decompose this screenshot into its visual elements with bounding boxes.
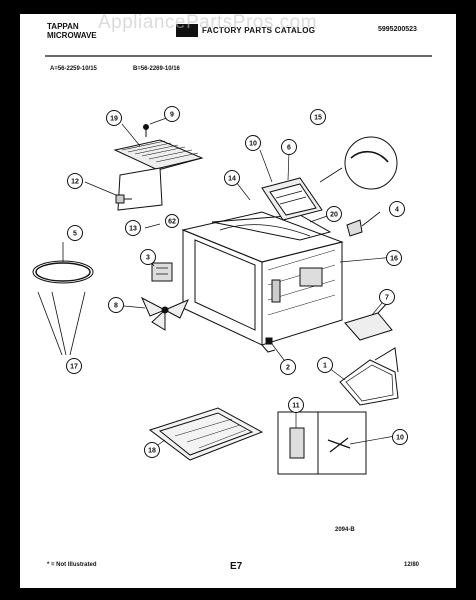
svg-text:18: 18 [148,448,156,455]
callout-2: 2 [280,359,296,375]
callout-14: 14 [224,170,240,186]
part-glass-tray [148,407,264,461]
svg-text:7: 7 [385,295,389,302]
part-detail-circle [319,136,398,190]
callout-17: 17 [66,358,82,374]
svg-text:16: 16 [390,256,398,263]
part-bracket [115,194,132,204]
callouts: 19 9 12 13 62 5 17 10 6 14 15 20 4 16 3 … [66,106,408,458]
part-screw [143,124,149,137]
part-switch [346,211,381,237]
svg-text:2: 2 [286,365,290,372]
callout-10b: 10 [392,429,408,445]
watermark: AppliancePartsPros.com [98,12,318,33]
callout-9: 9 [164,106,180,122]
page-number: E7 [230,561,243,572]
callout-1: 1 [317,357,333,373]
svg-text:13: 13 [129,226,137,233]
catalog-logo [176,24,198,37]
svg-text:4: 4 [395,207,399,214]
catalog-number: 5995200523 [378,26,417,33]
callout-5: 5 [67,225,83,241]
part-latch-assembly [261,177,323,221]
catalog-title: FACTORY PARTS CATALOG [202,26,316,35]
callout-19: 19 [106,110,122,126]
part-oven-cavity [181,211,344,353]
callout-11: 11 [288,397,304,413]
callout-16: 16 [386,250,402,266]
svg-text:19: 19 [110,116,118,123]
svg-text:17: 17 [70,364,78,371]
callout-15: 15 [310,109,326,125]
svg-text:12: 12 [71,179,79,186]
footer-date: 12/80 [404,562,420,568]
part-vent [339,347,399,406]
callout-62: 62 [165,214,179,228]
callout-7: 7 [379,289,395,305]
callout-4: 4 [389,201,405,217]
part-duct [344,299,393,341]
footer-note: * = Not Illustrated [47,562,97,568]
svg-text:20: 20 [330,212,338,219]
svg-text:11: 11 [292,403,300,410]
brand-name: TAPPAN [47,22,79,31]
svg-text:5: 5 [73,231,77,238]
drawing-code: 2094-B [335,527,355,533]
callout-10: 10 [245,135,261,151]
part-detail-box [277,411,367,475]
callout-3: 3 [140,249,156,265]
model-a: A=56-2259-10/15 [50,66,97,72]
svg-text:8: 8 [114,303,118,310]
brand-product: MICROWAVE [47,31,97,40]
svg-text:15: 15 [314,115,322,122]
part-turntable-ring [32,242,94,356]
svg-text:3: 3 [146,255,150,262]
callout-12: 12 [67,173,83,189]
callout-20: 20 [326,206,342,222]
callout-18: 18 [144,442,160,458]
model-b: B=56-2269-10/16 [133,66,180,72]
svg-text:6: 6 [287,145,291,152]
svg-text:10: 10 [396,435,404,442]
svg-text:9: 9 [170,112,174,119]
svg-text:62: 62 [168,219,176,226]
svg-text:10: 10 [249,141,257,148]
svg-text:14: 14 [228,176,236,183]
callout-6: 6 [281,139,297,155]
callout-8: 8 [108,297,124,313]
part-motor [151,262,173,282]
part-fan-blade [140,296,189,331]
callout-13: 13 [125,220,141,236]
svg-text:1: 1 [323,363,327,370]
